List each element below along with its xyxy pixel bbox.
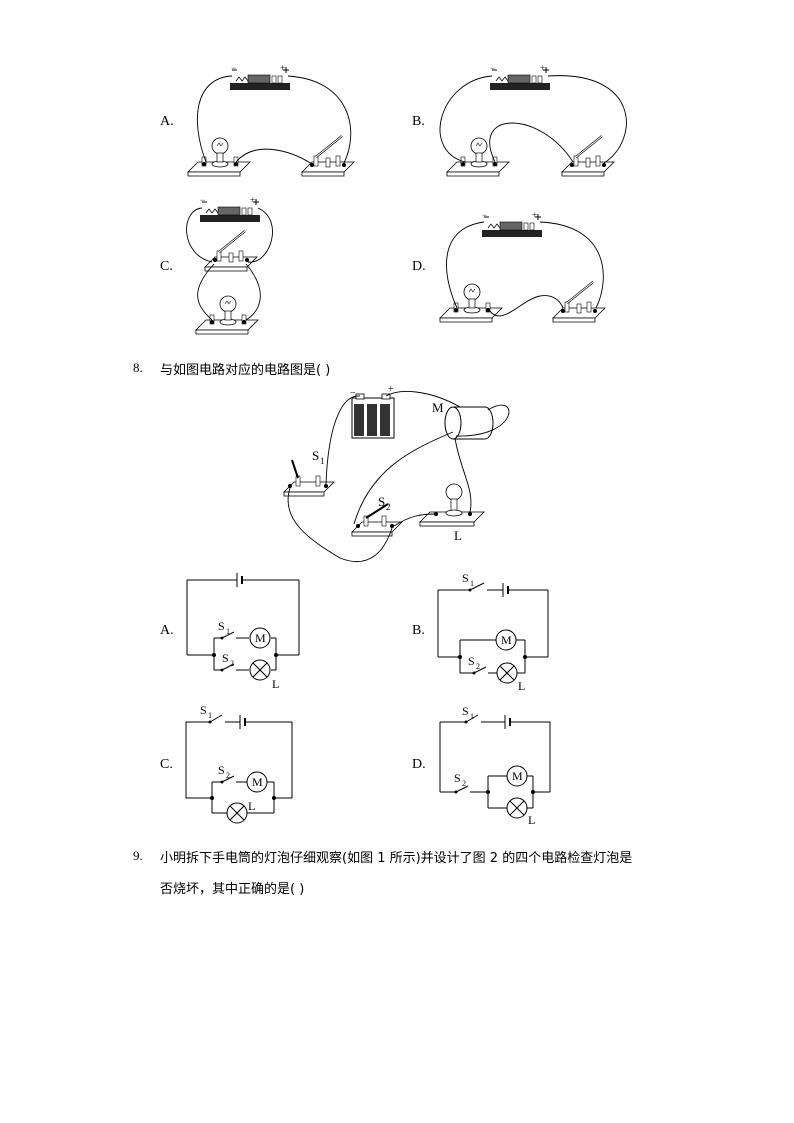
svg-text:S: S <box>222 651 229 665</box>
svg-text:L: L <box>518 679 525 693</box>
svg-text:+: + <box>532 210 537 220</box>
svg-text:1: 1 <box>470 712 474 721</box>
svg-text:M: M <box>432 400 444 415</box>
svg-text:2: 2 <box>386 502 391 512</box>
schematic-d <box>439 714 551 819</box>
q8-photo-circuit: M + − S 1 S 2 L <box>283 384 510 563</box>
svg-text:2: 2 <box>462 779 466 788</box>
svg-text:M: M <box>255 631 266 645</box>
svg-text:S: S <box>218 763 225 777</box>
svg-text:+: + <box>388 384 394 395</box>
svg-text:1: 1 <box>226 627 230 636</box>
q8-switch-s2 <box>351 503 403 537</box>
q7-battery-signs: − + − + − + − + <box>200 63 545 220</box>
svg-text:S: S <box>454 771 461 785</box>
svg-text:L: L <box>528 813 535 827</box>
q7-option-a-label: A. <box>160 114 174 129</box>
svg-text:2: 2 <box>230 659 234 668</box>
q7-option-b-label: B. <box>412 114 425 129</box>
svg-text:2: 2 <box>226 771 230 780</box>
svg-text:S: S <box>312 448 319 463</box>
schematic-a <box>186 573 300 681</box>
svg-text:L: L <box>454 528 462 543</box>
q8-switch-s1 <box>283 459 335 497</box>
svg-text:L: L <box>248 799 255 813</box>
q8-schematics: M L S 1 S 2 M L S 1 S 2 M L S 1 S 2 M L … <box>185 571 551 827</box>
svg-text:S: S <box>462 571 469 585</box>
q8-number: 8. <box>133 360 143 375</box>
schematic-b <box>437 582 549 684</box>
svg-text:L: L <box>272 677 279 691</box>
svg-text:S: S <box>218 619 225 633</box>
svg-text:+: + <box>250 195 255 205</box>
q7-option-d-label: D. <box>412 259 426 274</box>
svg-text:−: − <box>482 210 487 220</box>
q8-motor <box>444 406 494 440</box>
svg-text:S: S <box>200 703 207 717</box>
svg-text:+: + <box>280 63 285 73</box>
svg-text:1: 1 <box>208 711 212 720</box>
q8-battery-pack <box>351 393 395 439</box>
q8-option-a-label: A. <box>160 623 174 638</box>
q8-option-b-label: B. <box>412 623 425 638</box>
q9-question-line1: 小明拆下手电筒的灯泡仔细观察(如图 1 所示)并设计了图 2 的四个电路检查灯泡… <box>160 851 633 866</box>
svg-text:1: 1 <box>320 456 325 466</box>
svg-text:−: − <box>231 63 236 73</box>
q8-option-d-label: D. <box>412 757 426 772</box>
svg-text:S: S <box>468 654 475 668</box>
q7-option-c-label: C. <box>160 259 173 274</box>
q8-lamp <box>419 483 485 527</box>
svg-text:2: 2 <box>476 662 480 671</box>
svg-text:+: + <box>540 63 545 73</box>
q9-question-line2: 否烧坏，其中正确的是( ) <box>160 882 305 897</box>
q7-figures: − + − + − + − + <box>186 63 627 335</box>
q8-option-c-label: C. <box>160 757 173 772</box>
svg-text:S: S <box>462 704 469 718</box>
svg-text:−: − <box>490 63 495 73</box>
q9-number: 9. <box>133 848 143 863</box>
svg-text:−: − <box>200 195 205 205</box>
svg-text:1: 1 <box>470 579 474 588</box>
svg-text:M: M <box>512 769 523 783</box>
svg-text:M: M <box>501 633 512 647</box>
svg-text:S: S <box>378 494 385 509</box>
q8-question-text: 与如图电路对应的电路图是( ) <box>160 363 331 378</box>
schematic-c <box>185 714 293 824</box>
svg-text:M: M <box>252 775 263 789</box>
svg-text:−: − <box>350 388 356 399</box>
